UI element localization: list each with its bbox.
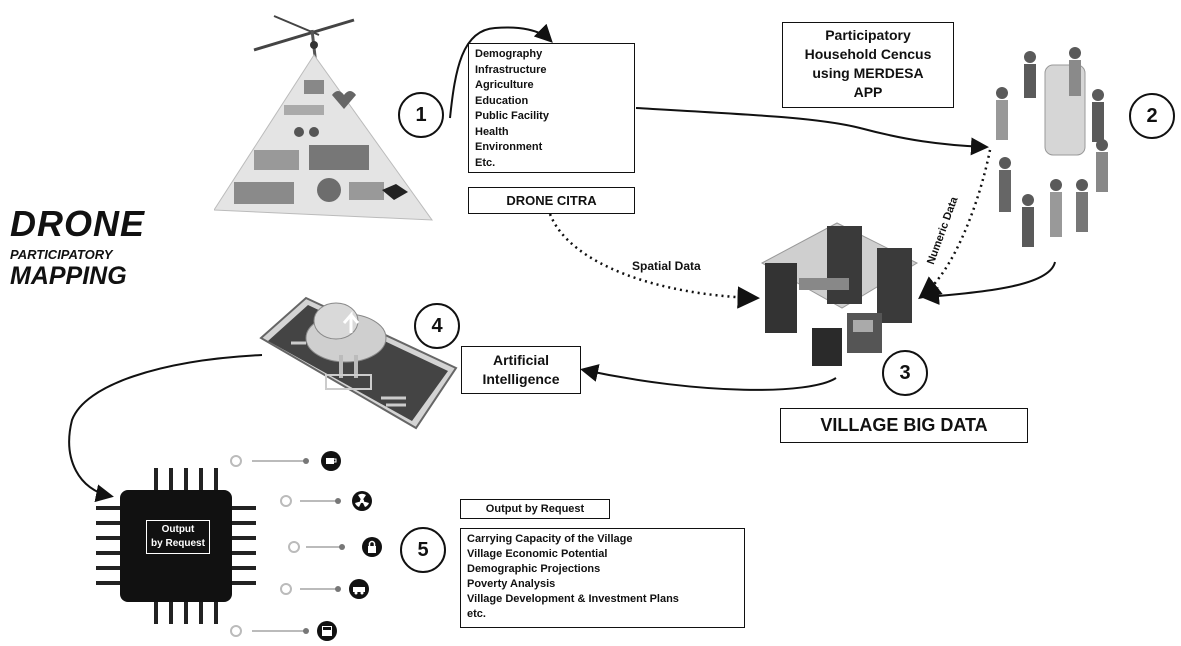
arrow-categories-to-census [635, 107, 989, 156]
title-line-1: DRONE [10, 203, 146, 244]
arrow-drone-to-categories [449, 23, 553, 119]
step-3-circle: 3 [882, 350, 928, 396]
output-list-box: Carrying Capacity of the Village Village… [460, 528, 745, 628]
category-item: Demography [475, 48, 543, 60]
bus-icon [317, 621, 337, 641]
category-item: Etc. [475, 156, 496, 169]
car-icon [349, 579, 369, 599]
output-connectors [230, 455, 345, 637]
village-pyramid-icon [214, 54, 434, 221]
diagram-title: DRONE PARTICIPATORY MAPPING [10, 203, 145, 291]
arrow-ai-to-chip [68, 354, 263, 503]
arrow-spatial-data [548, 213, 760, 309]
category-item: Environment [475, 141, 543, 153]
step-5-circle: 5 [400, 527, 446, 573]
output-item: Poverty Analysis [467, 578, 556, 590]
server-icon [760, 222, 919, 366]
people-icon [996, 47, 1108, 247]
coffee-icon [321, 451, 341, 471]
ai-box: Artificial Intelligence [461, 346, 581, 394]
arrow-census-to-bigdata [921, 261, 1056, 305]
chip-icon: Output by Request [96, 468, 256, 624]
chip-label: Output by Request [146, 520, 210, 554]
drone-icon [253, 15, 355, 66]
category-item: Agriculture [475, 79, 534, 91]
category-item: Health [475, 125, 509, 138]
arrow-numeric-data [918, 149, 992, 300]
step-2-circle: 2 [1129, 93, 1175, 139]
output-header-box: Output by Request [460, 499, 610, 519]
census-line: APP [853, 84, 883, 100]
chip-label-line: Output [161, 524, 195, 535]
chip-label-line: by Request [151, 538, 205, 549]
category-item: Infrastructure [475, 63, 547, 76]
village-big-data-box: VILLAGE BIG DATA [780, 408, 1028, 443]
drone-village-illustration [214, 15, 434, 221]
title-line-2: PARTICIPATORY [10, 247, 113, 262]
phone-cloud-icon [259, 296, 458, 430]
step-4-circle: 4 [414, 303, 460, 349]
census-line: Participatory [825, 27, 911, 43]
spatial-data-label: Spatial Data [632, 259, 701, 273]
census-line: using MERDESA [812, 65, 924, 81]
category-item: Public Facility [475, 110, 549, 122]
data-categories-box: Demography Infrastructure Agriculture Ed… [468, 43, 635, 173]
drone-citra-box: DRONE CITRA [468, 187, 635, 214]
step-1-circle: 1 [398, 92, 444, 138]
output-item: Village Development & Investment Plans [467, 593, 679, 605]
output-item: Village Economic Potential [467, 548, 608, 560]
ai-line: Intelligence [482, 371, 560, 387]
category-item: Education [475, 94, 529, 107]
output-item: Demographic Projections [467, 563, 601, 575]
output-item: etc. [467, 608, 486, 620]
output-item: Carrying Capacity of the Village [467, 533, 633, 545]
arrow-bigdata-to-ai [580, 364, 837, 391]
ai-line: Artificial [492, 352, 549, 368]
lock-icon [362, 537, 382, 557]
census-line: Household Cencus [804, 46, 932, 62]
radiation-icon [352, 491, 372, 511]
census-box: Participatory Household Cencus using MER… [782, 22, 954, 108]
title-line-3: MAPPING [10, 262, 127, 290]
